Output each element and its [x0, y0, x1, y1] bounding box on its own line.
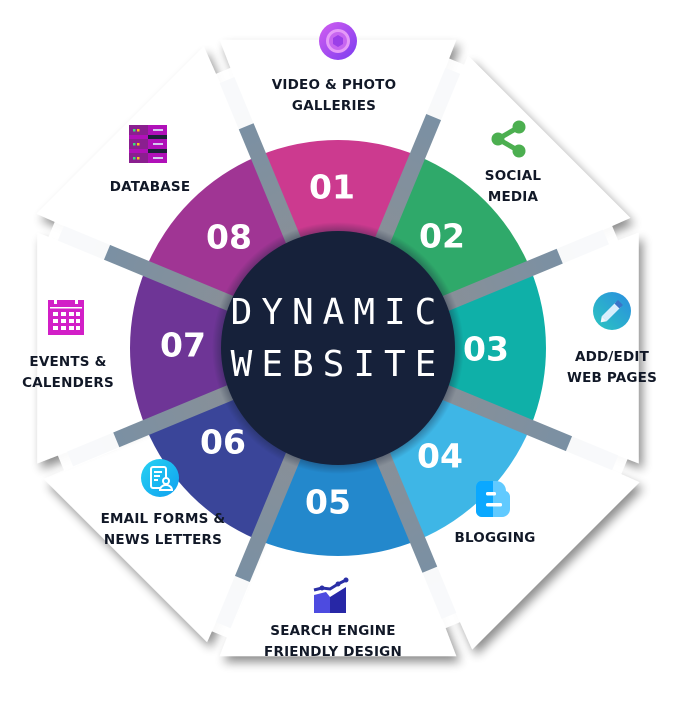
- center-title-line2: WEBSITE: [230, 344, 446, 385]
- label-line: NEWS LETTERS: [103, 532, 223, 548]
- segment-number-02: 02: [419, 216, 465, 256]
- label-line: MEDIA: [487, 189, 539, 205]
- share-icon: [489, 119, 529, 163]
- label-video-photo-galleries: VIDEO & PHOTO GALLERIES: [272, 75, 397, 117]
- label-line: EVENTS &: [29, 354, 107, 370]
- label-database: DATABASE: [110, 177, 191, 198]
- ring-segment-03: [439, 268, 546, 428]
- center-circle: [221, 231, 455, 465]
- spokes: [48, 58, 628, 638]
- label-line: VIDEO & PHOTO: [271, 77, 397, 93]
- label-line: ADD/EDIT: [574, 349, 650, 365]
- center-title-line1: DYNAMIC: [230, 292, 446, 333]
- label-line: SEARCH ENGINE: [270, 623, 396, 639]
- label-line: EMAIL FORMS &: [100, 511, 226, 527]
- segment-number-07: 07: [160, 325, 206, 365]
- label-line: FRIENDLY DESIGN: [264, 644, 402, 660]
- ring-segment-01: [258, 140, 418, 247]
- segment-number-05: 05: [305, 482, 351, 522]
- seo-chart-icon: [310, 575, 350, 619]
- label-line: SOCIAL: [484, 168, 542, 184]
- segment-number-08: 08: [206, 217, 252, 257]
- pencil-edit-icon: [592, 291, 632, 335]
- segment-number-03: 03: [463, 329, 509, 369]
- ring-segments: [129, 140, 546, 556]
- form-user-icon: [140, 458, 180, 502]
- ring-segment-05: [258, 449, 418, 556]
- video-photo-gallery-icon: [318, 21, 358, 65]
- label-search-engine-friendly-design: SEARCH ENGINE FRIENDLY DESIGN: [264, 621, 402, 663]
- label-blogging: BLOGGING: [454, 528, 535, 549]
- database-server-icon: [128, 124, 168, 168]
- label-events-calenders: EVENTS & CALENDERS: [22, 352, 114, 394]
- label-line: GALLERIES: [291, 98, 377, 114]
- label-add-edit-web-pages: ADD/EDIT WEB PAGES: [567, 347, 657, 389]
- blogger-icon: [474, 479, 512, 523]
- ring-segment-07: [129, 268, 237, 428]
- label-email-forms-news-letters: EMAIL FORMS & NEWS LETTERS: [101, 509, 226, 551]
- label-social-media: SOCIAL MEDIA: [485, 166, 541, 208]
- label-line: WEB PAGES: [566, 370, 658, 386]
- calendar-icon: [46, 296, 86, 340]
- label-line: CALENDERS: [22, 375, 114, 391]
- segment-number-01: 01: [309, 167, 355, 207]
- label-line: DATABASE: [109, 179, 191, 195]
- segment-number-06: 06: [200, 422, 246, 462]
- label-line: BLOGGING: [454, 530, 536, 546]
- segment-number-04: 04: [417, 436, 463, 476]
